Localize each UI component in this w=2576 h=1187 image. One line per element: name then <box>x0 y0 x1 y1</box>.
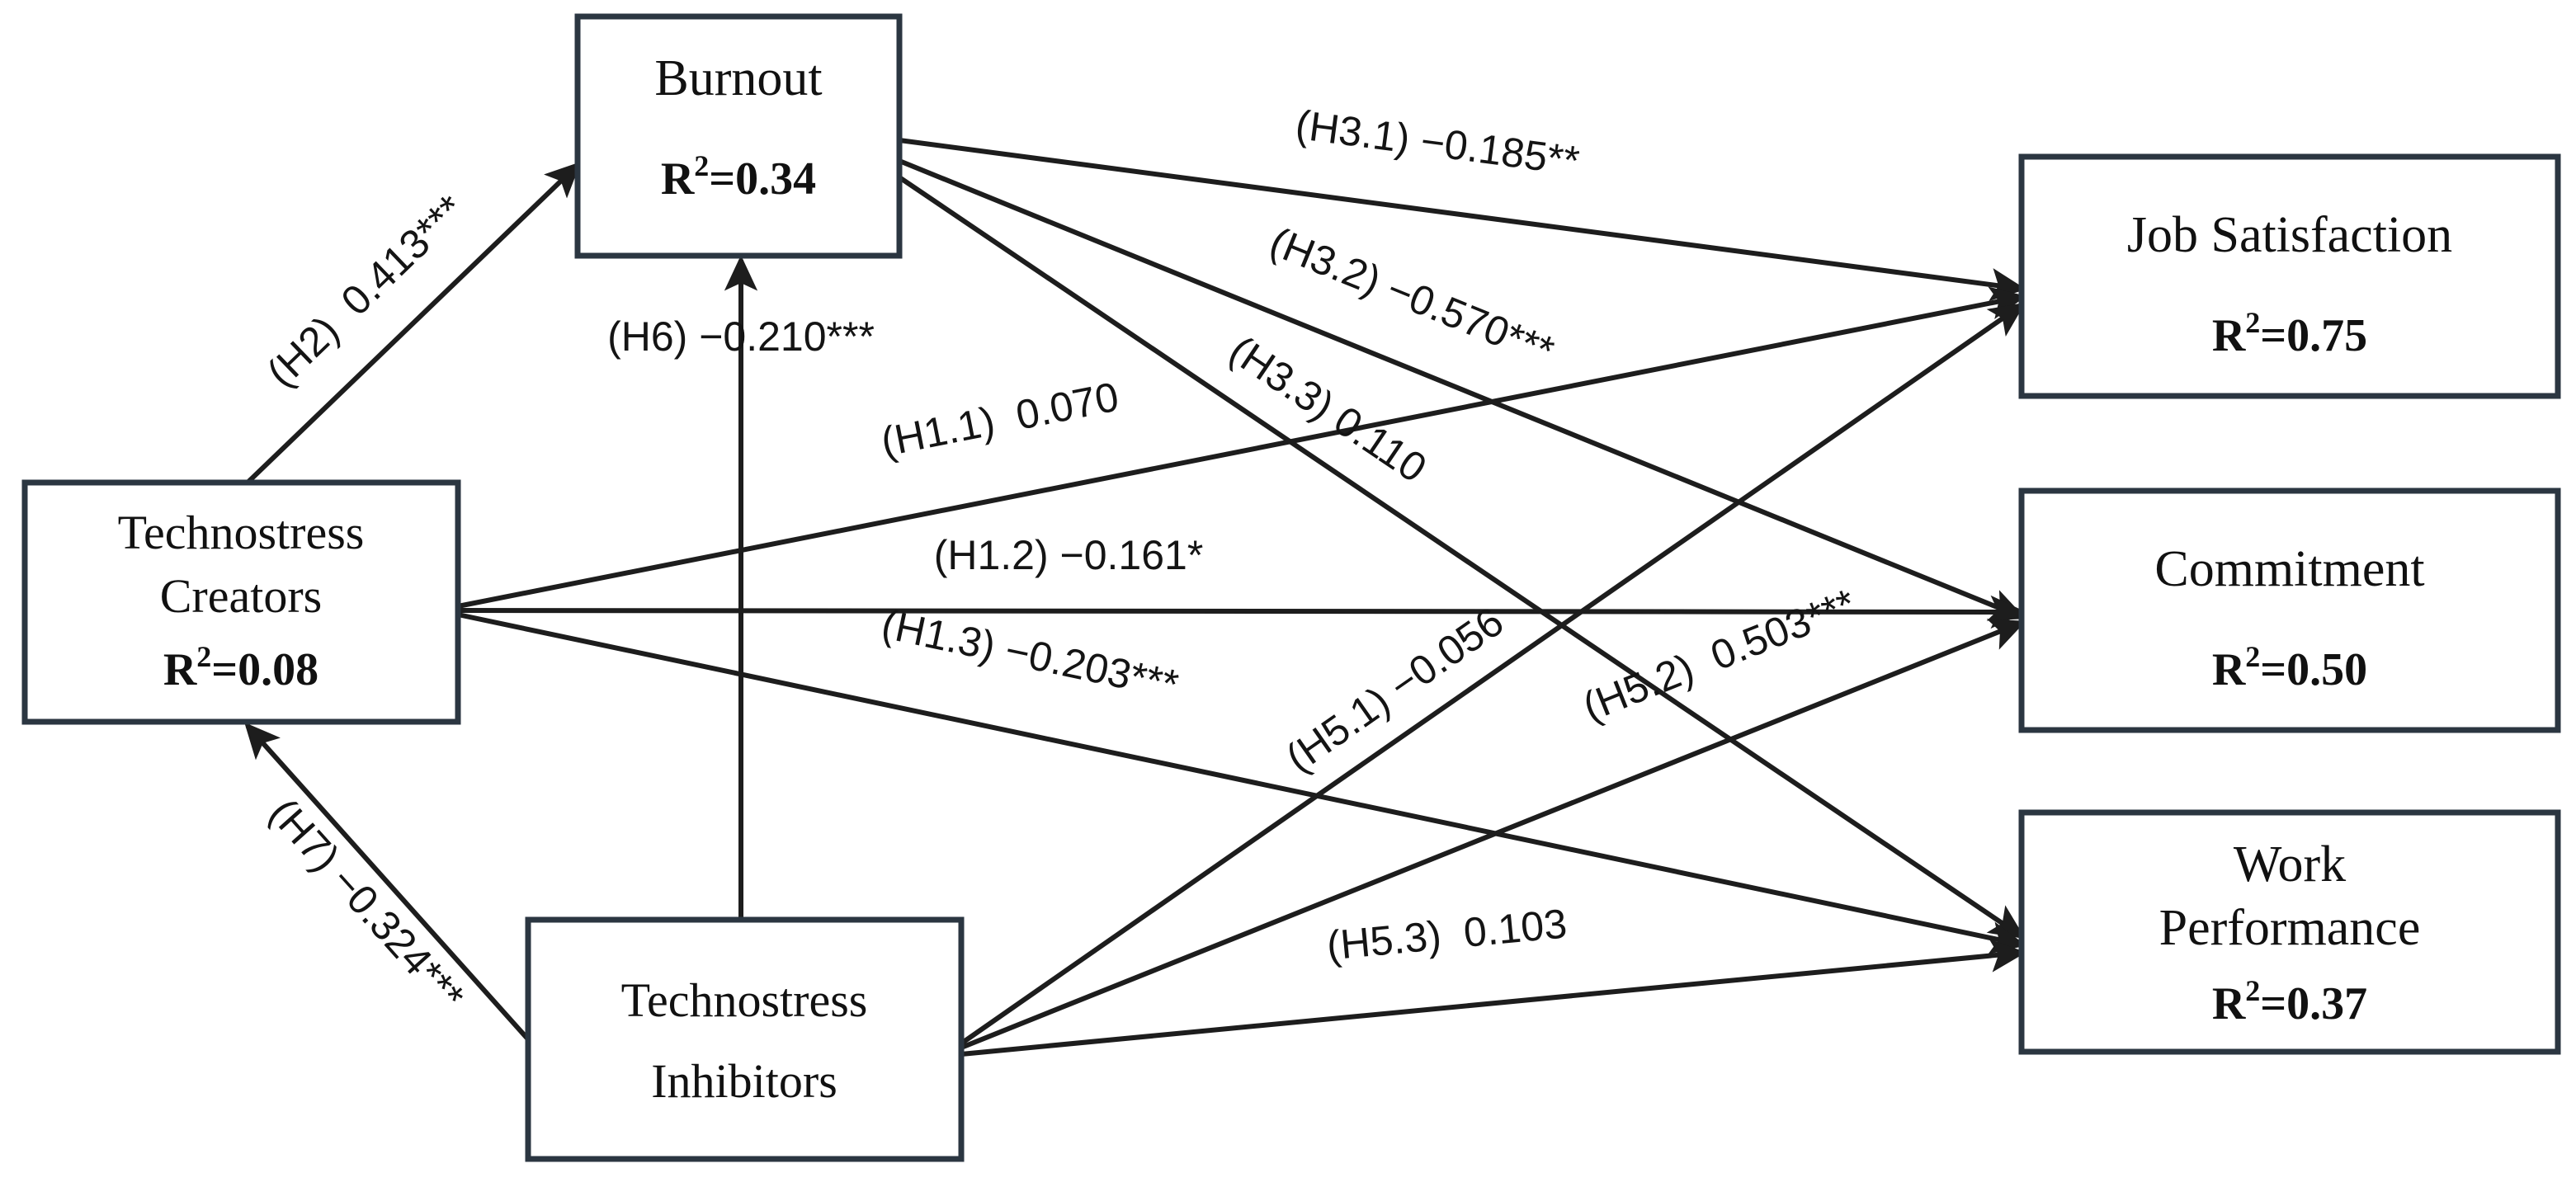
node-tc-r2-sup: 2 <box>196 640 211 673</box>
node-job-satisfaction-box[interactable] <box>2018 153 2561 399</box>
edge-h1-3-line <box>457 612 2026 954</box>
node-js-r2-sup: 2 <box>2245 306 2260 339</box>
edge-h3-1-line <box>899 138 2026 302</box>
node-technostress-inhibitors[interactable]: Technostress Inhibitors <box>525 916 965 1162</box>
node-work-performance-label-line2: Performance <box>2159 900 2421 956</box>
node-js-r2-value: =0.75 <box>2260 310 2367 361</box>
edge-label-h7: (H7) −0.324*** <box>261 789 474 1020</box>
edge-label-h5-2: (H5.2) 0.503*** <box>1577 580 1862 730</box>
node-work-performance-r2: R2=0.37 <box>2212 974 2367 1029</box>
node-layer: Burnout R2=0.34 Technostress Creators R2… <box>21 13 2561 1162</box>
node-job-satisfaction[interactable]: Job Satisfaction R2=0.75 <box>2018 153 2561 399</box>
edge-h5-1-line <box>960 302 2026 1046</box>
edge-label-h2: (H2) 0.413*** <box>258 186 474 396</box>
edge-label-h5-1: (H5.1) −0.056 <box>1277 598 1512 781</box>
node-burnout-r2-sup: 2 <box>694 149 709 182</box>
node-burnout-r2-value: =0.34 <box>709 153 816 205</box>
node-cm-r2-sup: 2 <box>2245 640 2260 673</box>
edge-h7-line <box>244 722 531 1042</box>
node-technostress-creators-r2: R2=0.08 <box>163 640 318 695</box>
node-work-performance-box[interactable] <box>2018 809 2561 1055</box>
edge-label-h6: (H6) −0.210*** <box>607 313 875 360</box>
node-js-r2-prefix: R <box>2212 310 2246 361</box>
node-commitment[interactable]: Commitment R2=0.50 <box>2018 488 2561 733</box>
node-cm-r2-value: =0.50 <box>2260 644 2367 695</box>
node-technostress-creators-label-line1: Technostress <box>118 506 365 559</box>
edge-h3-2-line <box>898 158 2026 621</box>
node-technostress-creators[interactable]: Technostress Creators R2=0.08 <box>21 479 461 725</box>
edge-label-h1-1: (H1.1) 0.070 <box>877 374 1122 466</box>
node-commitment-box[interactable] <box>2018 488 2561 733</box>
node-commitment-label: Commitment <box>2154 541 2424 597</box>
node-job-satisfaction-label: Job Satisfaction <box>2127 207 2452 263</box>
node-burnout-box[interactable] <box>574 13 903 259</box>
node-technostress-inhibitors-box[interactable] <box>525 916 965 1162</box>
node-tc-r2-prefix: R <box>163 644 197 695</box>
node-cm-r2-prefix: R <box>2212 644 2246 695</box>
node-burnout-label: Burnout <box>654 50 822 106</box>
edge-label-h3-2: (H3.2) −0.570*** <box>1264 219 1561 374</box>
edge-h5-3-line <box>960 939 2026 1057</box>
node-wp-r2-sup: 2 <box>2245 974 2260 1007</box>
node-commitment-r2: R2=0.50 <box>2212 640 2367 695</box>
node-work-performance[interactable]: Work Performance R2=0.37 <box>2018 809 2561 1055</box>
edge-h1-2-line <box>457 595 2026 629</box>
node-technostress-inhibitors-label-line2: Inhibitors <box>651 1054 837 1108</box>
edge-label-h1-2: (H1.2) −0.161* <box>934 532 1204 578</box>
node-tc-r2-value: =0.08 <box>211 644 318 695</box>
edge-layer <box>244 138 2026 1057</box>
node-burnout[interactable]: Burnout R2=0.34 <box>574 13 903 259</box>
node-technostress-inhibitors-label-line1: Technostress <box>621 973 868 1027</box>
node-burnout-r2-prefix: R <box>661 153 695 205</box>
node-technostress-creators-label-line2: Creators <box>160 569 323 623</box>
edge-label-h5-3: (H5.3) 0.103 <box>1324 900 1569 968</box>
node-wp-r2-prefix: R <box>2212 978 2246 1029</box>
edge-label-h1-3: (H1.3) −0.203*** <box>878 601 1182 708</box>
node-burnout-r2: R2=0.34 <box>661 149 816 205</box>
edge-h1-1-line <box>457 286 2026 609</box>
node-work-performance-label-line1: Work <box>2234 836 2346 893</box>
edge-label-h3-1: (H3.1) −0.185** <box>1293 101 1582 185</box>
edge-h5-2-line <box>960 619 2026 1050</box>
edge-h2-line <box>245 162 582 485</box>
node-job-satisfaction-r2: R2=0.75 <box>2212 306 2367 361</box>
node-technostress-creators-box[interactable] <box>21 479 461 725</box>
edge-h3-3-line <box>898 175 2026 940</box>
node-wp-r2-value: =0.37 <box>2260 978 2367 1029</box>
